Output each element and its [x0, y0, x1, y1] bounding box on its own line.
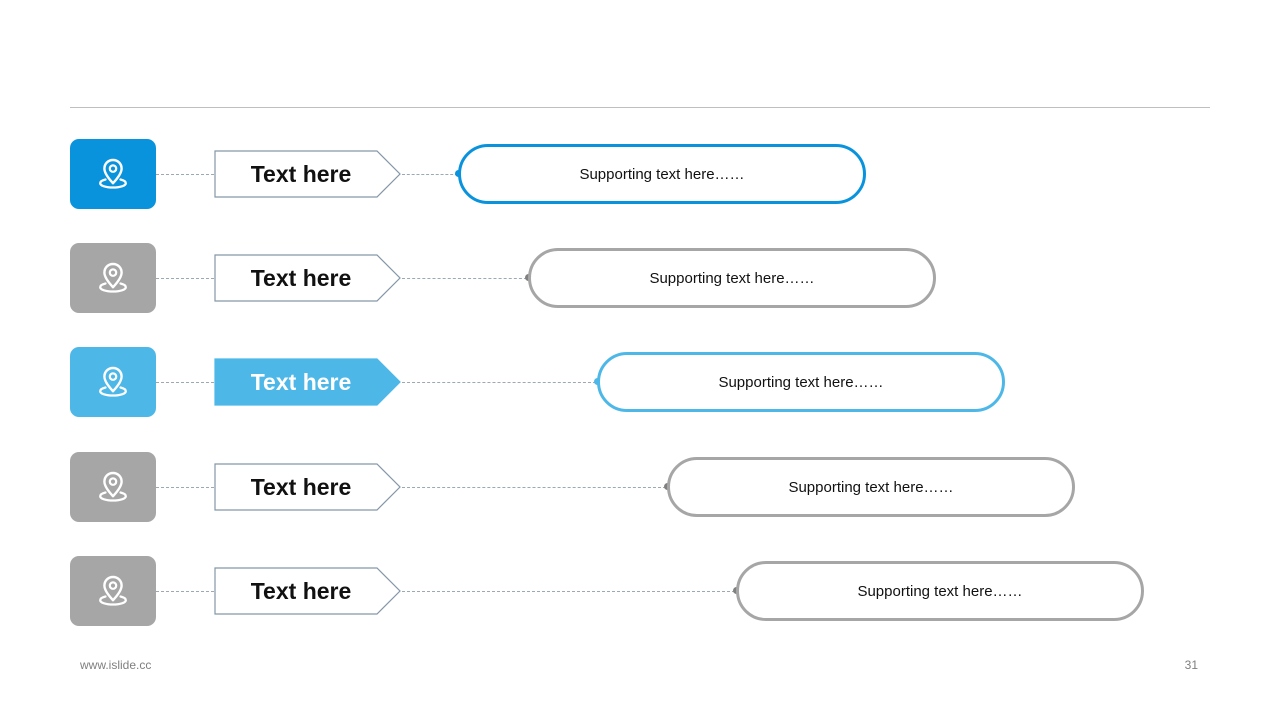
location-pin-icon	[94, 468, 132, 506]
step-label-shape-5: Text here	[214, 567, 402, 615]
connector-line	[402, 382, 596, 383]
supporting-text-pill-1: Supporting text here……	[458, 144, 866, 204]
connector-line	[402, 278, 527, 279]
icon-tile-3	[70, 347, 156, 417]
top-divider	[70, 107, 1210, 108]
connector-line	[156, 591, 214, 592]
connector-line	[156, 278, 214, 279]
step-label-shape-4: Text here	[214, 463, 402, 511]
supporting-text-pill-4: Supporting text here……	[667, 457, 1075, 517]
step-label: Text here	[250, 160, 352, 187]
step-label: Text here	[250, 264, 352, 291]
step-label-shape-1: Text here	[214, 150, 402, 198]
location-pin-icon	[94, 363, 132, 401]
connector-line	[156, 382, 214, 383]
icon-tile-2	[70, 243, 156, 313]
step-row-4: Text here Supporting text here……	[0, 452, 1280, 522]
connector-line	[402, 174, 458, 175]
connector-line	[156, 487, 214, 488]
footer-website: www.islide.cc	[80, 658, 152, 672]
supporting-text-pill-2: Supporting text here……	[528, 248, 936, 308]
icon-tile-5	[70, 556, 156, 626]
step-label: Text here	[250, 368, 352, 395]
connector-line	[402, 591, 735, 592]
connector-line	[402, 487, 666, 488]
connector-line	[156, 174, 214, 175]
icon-tile-1	[70, 139, 156, 209]
step-row-3: Text here Supporting text here……	[0, 347, 1280, 417]
step-label-shape-2: Text here	[214, 254, 402, 302]
location-pin-icon	[94, 259, 132, 297]
step-label: Text here	[250, 473, 352, 500]
step-label-shape-3: Text here	[214, 358, 402, 406]
step-row-1: Text here Supporting text here……	[0, 139, 1280, 209]
supporting-text-pill-5: Supporting text here……	[736, 561, 1144, 621]
location-pin-icon	[94, 572, 132, 610]
location-pin-icon	[94, 155, 132, 193]
icon-tile-4	[70, 452, 156, 522]
step-label: Text here	[250, 577, 352, 604]
page-number: 31	[1184, 658, 1198, 672]
step-row-2: Text here Supporting text here……	[0, 243, 1280, 313]
step-row-5: Text here Supporting text here……	[0, 556, 1280, 626]
supporting-text-pill-3: Supporting text here……	[597, 352, 1005, 412]
